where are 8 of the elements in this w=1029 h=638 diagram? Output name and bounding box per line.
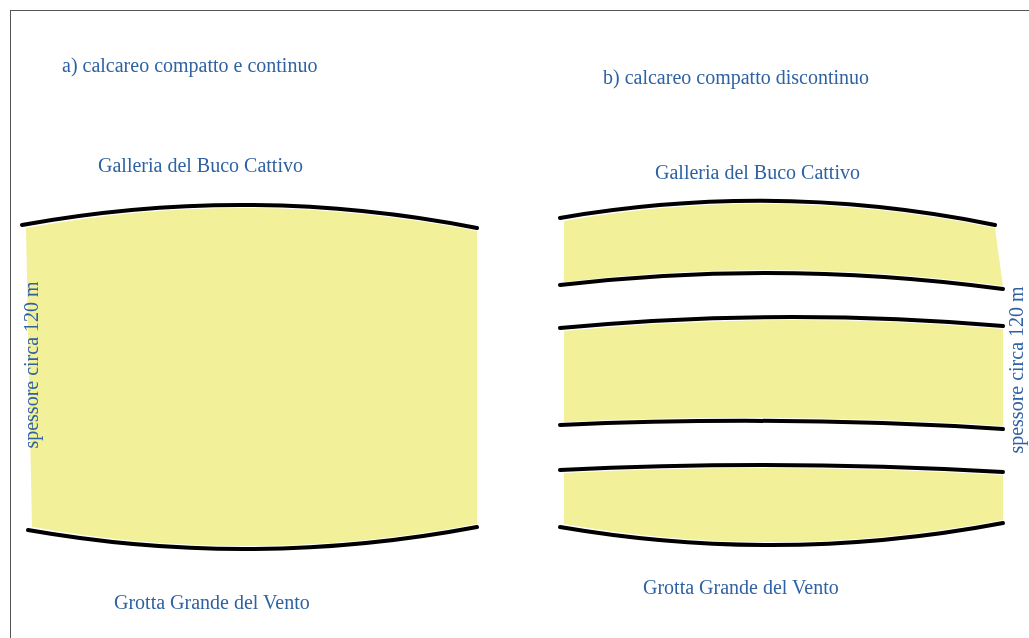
cave-label: Grotta Grande del Vento <box>114 590 310 615</box>
panel-title: b) calcareo compatto discontinuo <box>603 65 869 91</box>
panel-title: a) calcareo compatto e continuo <box>62 53 318 79</box>
cave-label: Galleria del Buco Cattivo <box>655 160 860 185</box>
cave-label: Grotta Grande del Vento <box>643 575 839 600</box>
cave-label: Galleria del Buco Cattivo <box>98 153 303 178</box>
thickness-label: spessore circa 120 m <box>1004 286 1029 454</box>
thickness-label: spessore circa 120 m <box>19 281 44 449</box>
